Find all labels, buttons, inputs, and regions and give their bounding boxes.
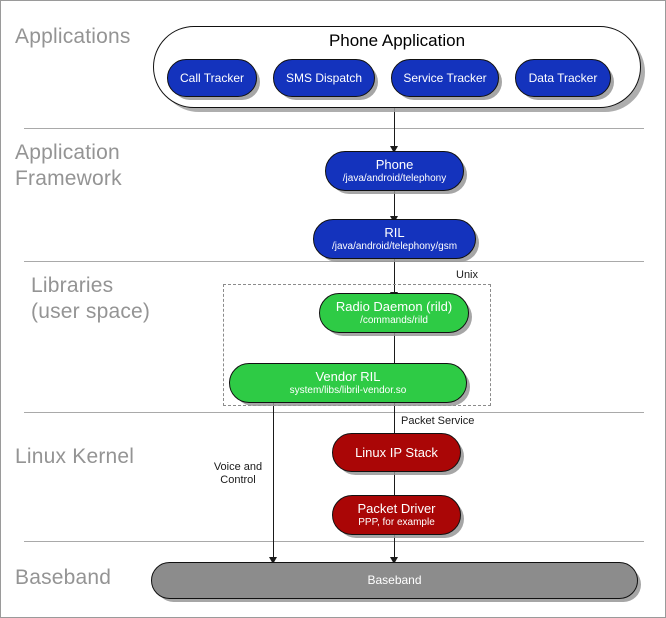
edge-label-voice-and-control: Voice and Control (213, 461, 263, 486)
connector-voice-and-control (273, 399, 274, 559)
library-node-vendor-ril-subtitle: system/libs/libril-vendor.so (289, 385, 407, 396)
connector-packet-driver-to-baseband (394, 534, 395, 559)
app-node-call-tracker-label: Call Tracker (179, 70, 244, 85)
connector-apps-to-phone (394, 108, 395, 146)
band-label-baseband: Baseband (15, 566, 112, 589)
kernel-node-packet-driver-title: Packet Driver (357, 501, 436, 516)
library-node-radio-daemon-subtitle: /commands/rild (360, 315, 428, 326)
app-node-call-tracker[interactable]: Call Tracker (167, 59, 257, 97)
library-node-vendor-ril[interactable]: Vendor RIL system/libs/libril-vendor.so (229, 363, 467, 403)
framework-node-ril[interactable]: RIL /java/android/telephony/gsm (313, 219, 476, 259)
unix-group-box (223, 284, 491, 406)
divider-linux-kernel (24, 541, 644, 542)
band-label-libraries: Libraries (user space) (31, 274, 151, 323)
connector-vendor-ril-to-ip-stack (394, 399, 395, 433)
framework-node-phone-subtitle: /java/android/telephony (342, 173, 447, 184)
edge-label-packet-service: Packet Service (401, 415, 475, 427)
connector-phone-to-ril (394, 191, 395, 216)
kernel-node-packet-driver-subtitle: PPP, for example (358, 517, 435, 528)
unix-group-label: Unix (453, 269, 482, 281)
app-node-sms-dispatch-label: SMS Dispatch (285, 70, 363, 85)
library-node-radio-daemon-title: Radio Daemon (rild) (335, 299, 453, 314)
divider-libraries (24, 412, 644, 413)
divider-application-framework (24, 261, 644, 262)
app-node-data-tracker-label: Data Tracker (528, 70, 598, 85)
app-node-service-tracker-label: Service Tracker (403, 70, 487, 85)
arrowhead-voice-and-control (269, 557, 277, 564)
kernel-node-linux-ip-stack[interactable]: Linux IP Stack (332, 433, 461, 472)
arrowhead-apps-to-phone (390, 146, 398, 153)
app-node-data-tracker[interactable]: Data Tracker (515, 59, 611, 97)
framework-node-ril-subtitle: /java/android/telephony/gsm (331, 241, 458, 252)
band-label-applications: Applications (15, 25, 131, 48)
connector-ip-stack-to-packet-driver (394, 471, 395, 496)
band-label-linux-kernel: Linux Kernel (15, 445, 135, 468)
framework-node-phone[interactable]: Phone /java/android/telephony (325, 151, 464, 191)
framework-node-phone-title: Phone (375, 157, 414, 172)
library-node-radio-daemon[interactable]: Radio Daemon (rild) /commands/rild (319, 293, 469, 333)
connector-rild-to-vendor-ril (394, 332, 395, 363)
phone-application-title: Phone Application (328, 31, 466, 50)
framework-node-ril-title: RIL (384, 225, 405, 240)
kernel-node-packet-driver[interactable]: Packet Driver PPP, for example (332, 495, 461, 535)
app-node-sms-dispatch[interactable]: SMS Dispatch (273, 59, 375, 97)
divider-applications (24, 128, 644, 129)
band-label-application-framework: Application Framework (15, 141, 122, 190)
connector-ril-to-rild (394, 259, 395, 292)
kernel-node-linux-ip-stack-title: Linux IP Stack (355, 444, 438, 460)
arrowhead-packet-driver-to-baseband (390, 557, 398, 564)
baseband-node[interactable]: Baseband (151, 562, 638, 599)
app-node-service-tracker[interactable]: Service Tracker (391, 59, 499, 97)
baseband-node-label: Baseband (367, 573, 422, 587)
library-node-vendor-ril-title: Vendor RIL (315, 369, 381, 384)
